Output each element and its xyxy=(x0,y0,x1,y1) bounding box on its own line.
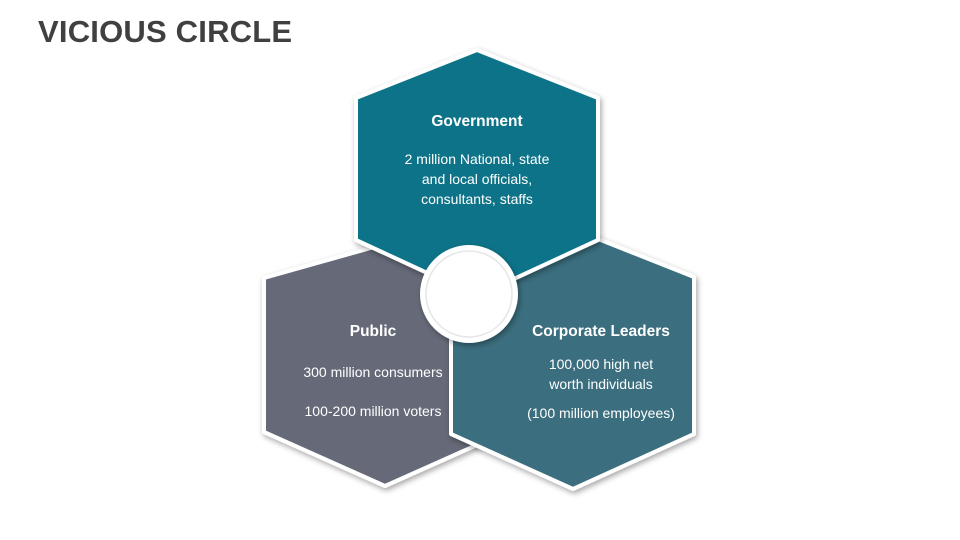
corporate-line-3: (100 million employees) xyxy=(527,405,675,421)
public-line-1: 300 million consumers xyxy=(303,364,443,380)
corporate-line-1: 100,000 high net xyxy=(548,356,654,372)
corporate-line-2: worth individuals xyxy=(549,376,653,392)
public-heading: Public xyxy=(349,323,397,340)
government-line-3: consultants, staffs xyxy=(421,191,533,207)
government-line-2: and local officials, xyxy=(421,171,533,187)
government-hexagon xyxy=(354,48,600,298)
corporate-heading: Corporate Leaders xyxy=(532,323,670,340)
corporate-text-block: Corporate Leaders 100,000 high net worth… xyxy=(501,322,701,423)
government-heading: Government xyxy=(431,113,523,130)
slide-title: VICIOUS CIRCLE xyxy=(38,14,293,49)
center-circle-ring xyxy=(425,250,513,338)
government-line-1: 2 million National, state xyxy=(404,151,550,167)
public-line-2: 100-200 million voters xyxy=(304,403,442,419)
government-text-block: Government 2 million National, state and… xyxy=(377,112,577,209)
public-text-block: Public 300 million consumers 100-200 mil… xyxy=(273,322,473,421)
